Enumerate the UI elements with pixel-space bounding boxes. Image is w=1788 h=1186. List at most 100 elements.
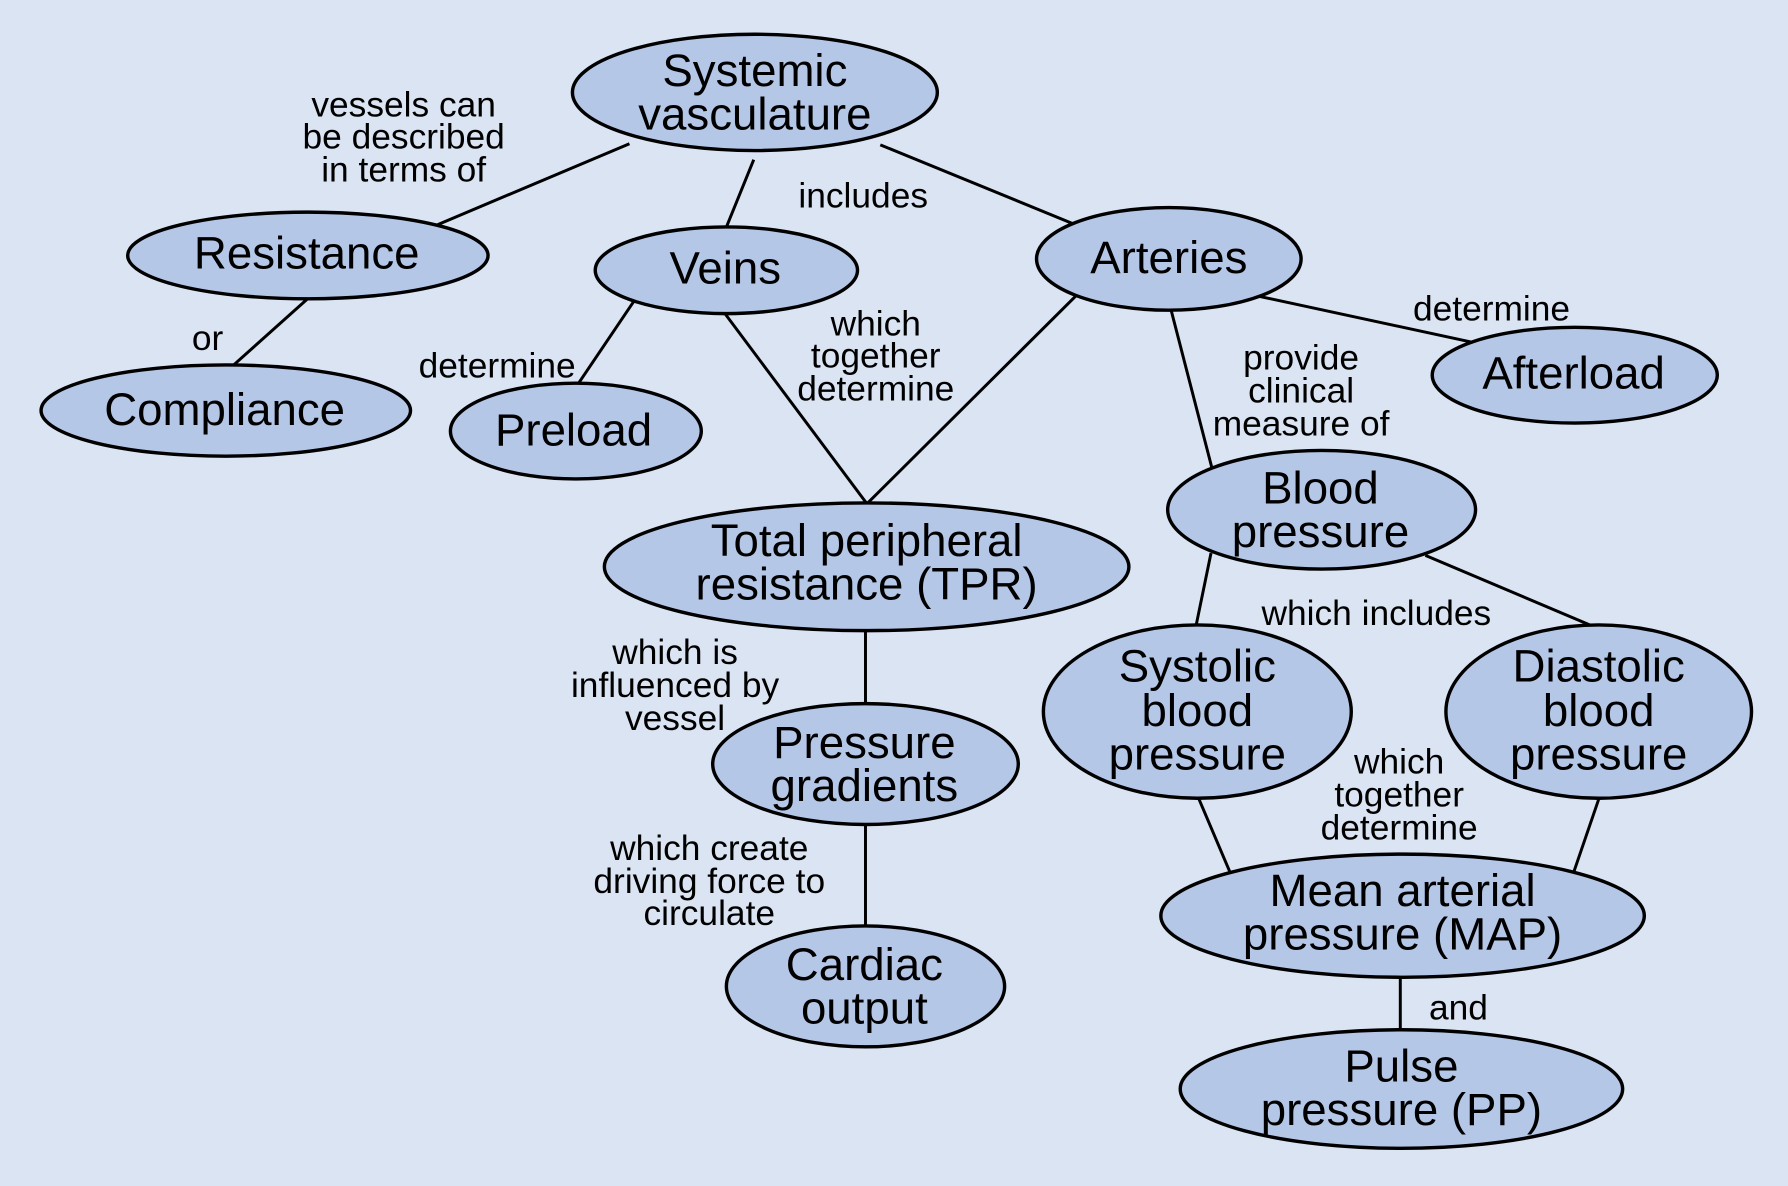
node-label-line: Pulse (1344, 1041, 1458, 1092)
node-shape (1034, 205, 1303, 312)
nodes: Systemic vasculature Resistance Complian… (39, 32, 1754, 1151)
node-arteries: Arteries (1034, 205, 1303, 312)
node-label-line: resistance (TPR) (696, 558, 1038, 609)
node-diastolic-blood-pressure: Diastolic blood pressure (1444, 623, 1754, 800)
node-label-line: Cardiac (786, 939, 943, 990)
node-label-line: Afterload (1482, 347, 1665, 398)
edge-labels: vessels can be described in terms of inc… (192, 85, 1570, 1027)
node-label-line: Mean arterial (1269, 865, 1535, 916)
edge-label-line: circulate (643, 894, 775, 933)
node-pulse-pressure: Pulse pressure (PP) (1178, 1028, 1625, 1151)
edges (222, 142, 1604, 1035)
edge-arteries-to-afterload (1259, 295, 1483, 346)
edge-label-arteries-to-afterload: determine (1413, 290, 1570, 329)
node-preload: Preload (448, 381, 703, 481)
node-total-peripheral-resistance: Total peripheral resistance (TPR) (602, 501, 1131, 633)
node-shape (1041, 623, 1353, 800)
node-shape (1159, 852, 1647, 979)
node-label-line: blood (1142, 685, 1254, 736)
node-shape (602, 501, 1131, 633)
node-label-line: blood (1543, 685, 1655, 736)
edge-label-line: provide (1243, 339, 1359, 378)
edge-resistance-to-compliance (222, 295, 312, 376)
node-afterload: Afterload (1430, 325, 1720, 425)
edge-veins-to-tpr (719, 307, 871, 508)
node-mean-arterial-pressure: Mean arterial pressure (MAP) (1159, 852, 1647, 979)
node-shape (593, 225, 860, 316)
edge-label-line: which (830, 304, 921, 343)
edge-arteries-to-tpr (863, 289, 1083, 508)
node-veins: Veins (593, 225, 860, 316)
edge-label-line: includes (798, 177, 928, 216)
node-systemic-vasculature: Systemic vasculature (570, 32, 940, 153)
edge-label-line: clinical (1248, 372, 1354, 411)
edge-label-line: determine (1413, 290, 1570, 329)
edge-systemic-to-veins (722, 159, 756, 234)
node-shape (1430, 325, 1720, 425)
edge-systolic-to-map (1194, 791, 1233, 877)
edge-diastolic-to-map (1571, 792, 1603, 877)
edge-label-line: determine (797, 369, 954, 408)
node-cardiac-output: Cardiac output (724, 924, 1007, 1049)
node-blood-pressure: Blood pressure (1165, 448, 1478, 571)
node-label-line: pressure (PP) (1261, 1084, 1542, 1135)
node-label-line: pressure (MAP) (1243, 908, 1562, 959)
edge-label-line: or (192, 319, 224, 358)
edge-label-line: vessel (625, 699, 725, 738)
node-label-line: Resistance (194, 228, 420, 279)
node-systolic-blood-pressure: Systolic blood pressure (1041, 623, 1353, 800)
node-compliance: Compliance (39, 363, 413, 458)
node-shape (1444, 623, 1754, 800)
node-label-line: Arteries (1090, 232, 1247, 283)
edge-label-systemic-to-resistance: vessels can be described in terms of (303, 85, 505, 189)
node-shape (126, 210, 490, 301)
node-shape (1178, 1028, 1625, 1151)
edge-label-line: be described (303, 117, 505, 156)
edge-veins-to-preload (571, 300, 636, 394)
node-label-line: output (801, 983, 928, 1034)
edge-label-line: determine (419, 347, 576, 386)
node-shape (1165, 448, 1478, 571)
edge-label-veins-to-preload: determine (419, 347, 576, 386)
node-label-line: Systemic (662, 45, 847, 96)
edge-label-systolic-diastolic-to-map: which together determine (1321, 742, 1478, 847)
edge-label-line: vessels can (311, 85, 496, 124)
node-label-line: pressure (1510, 728, 1687, 779)
node-label-line: gradients (771, 760, 959, 811)
edge-label-pressure-gradients-to-cardiac-output: which create driving force to circulate (593, 829, 825, 933)
edge-label-line: driving force to (593, 862, 825, 901)
node-resistance: Resistance (126, 210, 490, 301)
edge-label-line: measure of (1213, 405, 1390, 444)
edge-label-line: determine (1321, 808, 1478, 847)
edge-blood-pressure-to-diastolic (1424, 554, 1604, 632)
node-label-line: pressure (1109, 728, 1286, 779)
edge-label-line: together (1334, 775, 1464, 814)
node-label-line: Veins (669, 243, 781, 294)
edge-label-line: and (1429, 989, 1488, 1028)
node-label-line: Preload (495, 404, 652, 455)
node-label-line: Diastolic (1513, 640, 1685, 691)
node-label-line: Compliance (104, 384, 345, 435)
node-label-line: vasculature (638, 89, 871, 140)
node-shape (448, 381, 703, 481)
edge-label-and: and (1429, 989, 1488, 1028)
node-label-line: pressure (1232, 506, 1409, 557)
edge-label-tpr-to-pressure-gradients: which is influenced by vessel (571, 633, 780, 738)
edge-label-arteries-to-blood-pressure: provide clinical measure of (1213, 339, 1390, 444)
edge-label-or: or (192, 319, 224, 358)
node-shape (724, 924, 1007, 1049)
edge-label-includes: includes (798, 177, 928, 216)
node-shape (39, 363, 413, 458)
edge-systemic-to-resistance (431, 142, 631, 229)
edge-label-line: in terms of (321, 150, 486, 189)
edge-blood-pressure-to-systolic (1193, 552, 1213, 631)
node-label-line: Blood (1262, 463, 1379, 514)
edge-systemic-to-arteries (879, 143, 1082, 229)
node-label-line: Systolic (1119, 640, 1276, 691)
node-shape (710, 701, 1021, 827)
edge-label-line: which includes (1260, 594, 1491, 633)
edge-label-line: influenced by (571, 666, 780, 705)
node-label-line: Total peripheral (711, 515, 1023, 566)
